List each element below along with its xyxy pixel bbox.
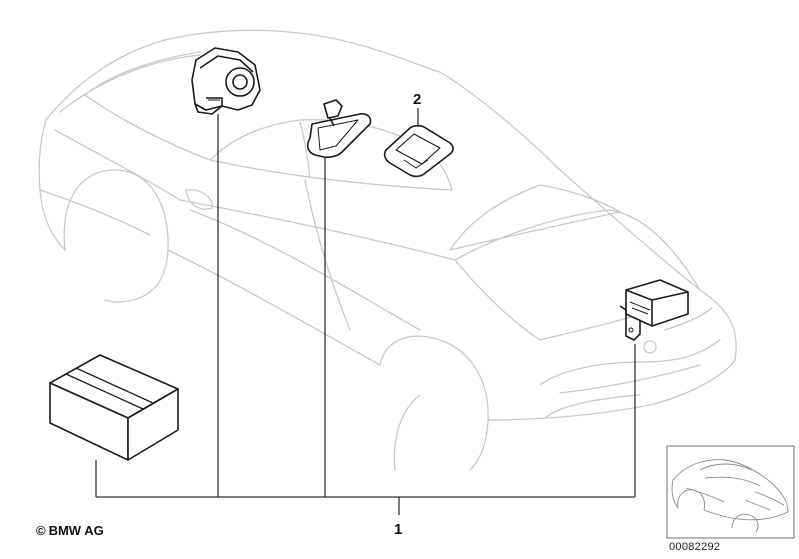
car-outline [38, 29, 737, 471]
callout-cover-number: 2 [413, 91, 421, 108]
interior-mirror-part [306, 99, 372, 159]
copyright-symbol: © [36, 523, 46, 538]
thumbnail-inset [666, 445, 795, 539]
control-unit-part [619, 279, 689, 341]
thumbnail-car [671, 459, 789, 533]
copyright-owner: BMW AG [48, 523, 104, 538]
sensor-part [191, 47, 261, 115]
diagram-reference-number: 00082292 [669, 541, 721, 553]
callout-kit-number: 1 [394, 521, 402, 538]
kit-box-part [49, 354, 179, 461]
copyright-notice: ©BMW AG [36, 523, 104, 538]
leader-lines [95, 108, 636, 515]
cover-part [383, 124, 454, 178]
